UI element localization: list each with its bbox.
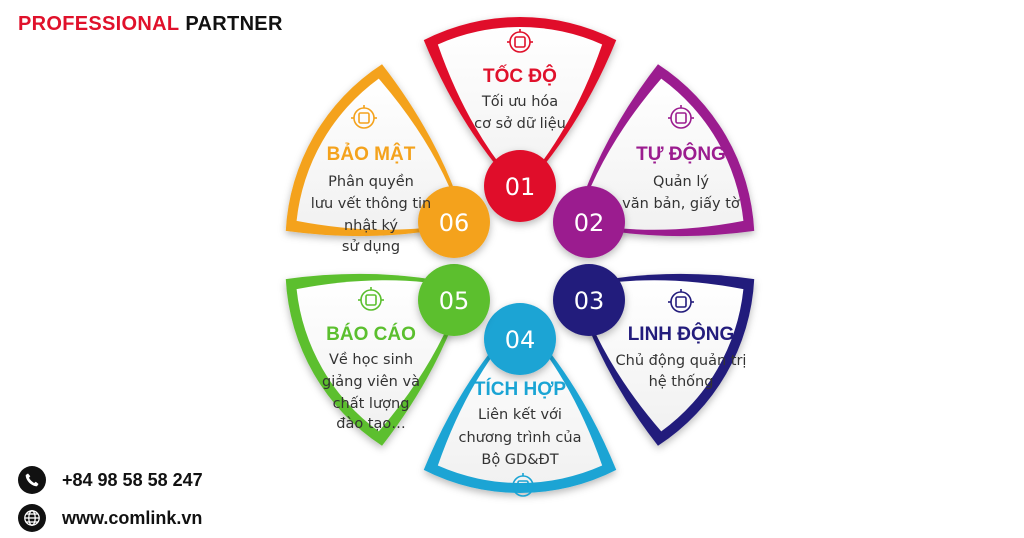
segment-desc-line: giảng viên và: [322, 374, 420, 390]
number-circle: [553, 264, 625, 336]
segment-desc-line: Phân quyền: [328, 173, 414, 190]
number-circle: [484, 303, 556, 375]
segment-desc-line: Quản lý: [653, 174, 709, 190]
brand-word-partner: PARTNER: [185, 13, 283, 35]
contact-website[interactable]: www.comlink.vn: [18, 504, 202, 532]
network-gear-icon: [668, 289, 694, 313]
number-badge-04: 04: [484, 303, 556, 375]
number-circle: [418, 264, 490, 336]
segment-desc-line: Chủ động quản trị: [616, 353, 747, 369]
segment-desc-line: Liên kết với: [478, 406, 562, 423]
number-badge-03: 03: [553, 264, 625, 336]
segment-desc-line: lưu vết thông tin: [311, 195, 431, 212]
gear-cycle-icon: [668, 105, 694, 129]
segment-face: [577, 78, 744, 230]
security-chip-icon: [351, 105, 377, 129]
segment-title: TỐC ĐỘ: [483, 65, 557, 87]
number-label: 03: [574, 287, 605, 315]
number-label: 01: [505, 173, 536, 201]
website-url: www.comlink.vn: [62, 507, 203, 528]
segment-desc-line: nhật ký: [344, 218, 398, 234]
number-label: 05: [439, 287, 470, 315]
segment-face: [437, 321, 603, 483]
segment-desc-line: Về học sinh: [329, 351, 413, 368]
segment-desc-line: cơ sở dữ liệu: [474, 116, 566, 132]
number-badge-02: 02: [553, 186, 625, 258]
number-badge-06: 06: [418, 186, 490, 258]
number-badge-05: 05: [418, 264, 490, 336]
segment-05: [285, 273, 467, 446]
segment-06: [285, 64, 467, 237]
segment-desc-line: chương trình của: [459, 430, 582, 446]
phone-icon: [18, 466, 46, 494]
phone-number: +84 98 58 58 247: [62, 469, 203, 490]
segment-face: [296, 280, 463, 432]
segment-title: BÁO CÁO: [326, 323, 416, 345]
segment-desc-line: chất lượng: [333, 396, 410, 412]
segment-desc-line: sử dụng: [342, 239, 400, 255]
report-chart-icon: [358, 287, 384, 311]
building-icon: [510, 473, 536, 497]
segment-title: TÍCH HỢP: [474, 378, 567, 400]
contact-phone[interactable]: +84 98 58 58 247: [18, 466, 203, 494]
globe-icon: [18, 504, 46, 532]
segment-title: BẢO MẬT: [327, 143, 416, 165]
segment-04: [423, 317, 617, 493]
segment-desc-line: hệ thống: [649, 373, 714, 390]
segment-desc-line: Tối ưu hóa: [481, 93, 558, 110]
segment-desc-line: Bộ GD&ĐT: [481, 452, 558, 468]
segment-title: TỰ ĐỘNG: [636, 143, 726, 165]
segment-01: [423, 16, 617, 194]
number-badge-01: 01: [484, 150, 556, 222]
number-circle: [418, 186, 490, 258]
segment-face: [296, 78, 463, 230]
brand-word-professional: PROFESSIONAL: [18, 13, 180, 35]
stopwatch-icon: [507, 29, 533, 53]
segment-desc-line: đào tạo…: [336, 416, 406, 432]
segment-desc-line: văn bản, giấy tờ: [622, 196, 740, 212]
segment-face: [437, 27, 603, 190]
segment-02: [573, 64, 755, 237]
number-label: 06: [439, 209, 470, 237]
number-label: 04: [505, 326, 536, 354]
number-circle: [484, 150, 556, 222]
number-label: 02: [574, 209, 605, 237]
segment-title: LINH ĐỘNG: [628, 323, 735, 345]
number-circle: [553, 186, 625, 258]
